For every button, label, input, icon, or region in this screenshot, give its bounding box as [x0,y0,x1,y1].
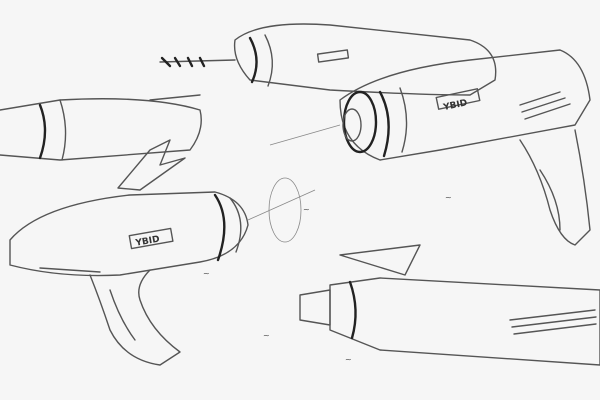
brand-logo-left: YBID [134,235,161,249]
arrow-down-left [117,139,186,191]
drill-left-partial [0,94,202,161]
brand-logo-main: YBID [442,98,469,113]
annotation-3: ~ [445,193,452,202]
annotation-5: ~ [345,355,352,364]
annotation-2: ~ [203,269,210,278]
annotation-4: ~ [263,331,270,340]
annotation-1: ~ [303,205,310,214]
drill-main-right: YBID [269,49,591,246]
drill-bottom-right [299,244,600,366]
drill-top-back [159,23,497,96]
drill-main-left: YBID [9,177,316,366]
